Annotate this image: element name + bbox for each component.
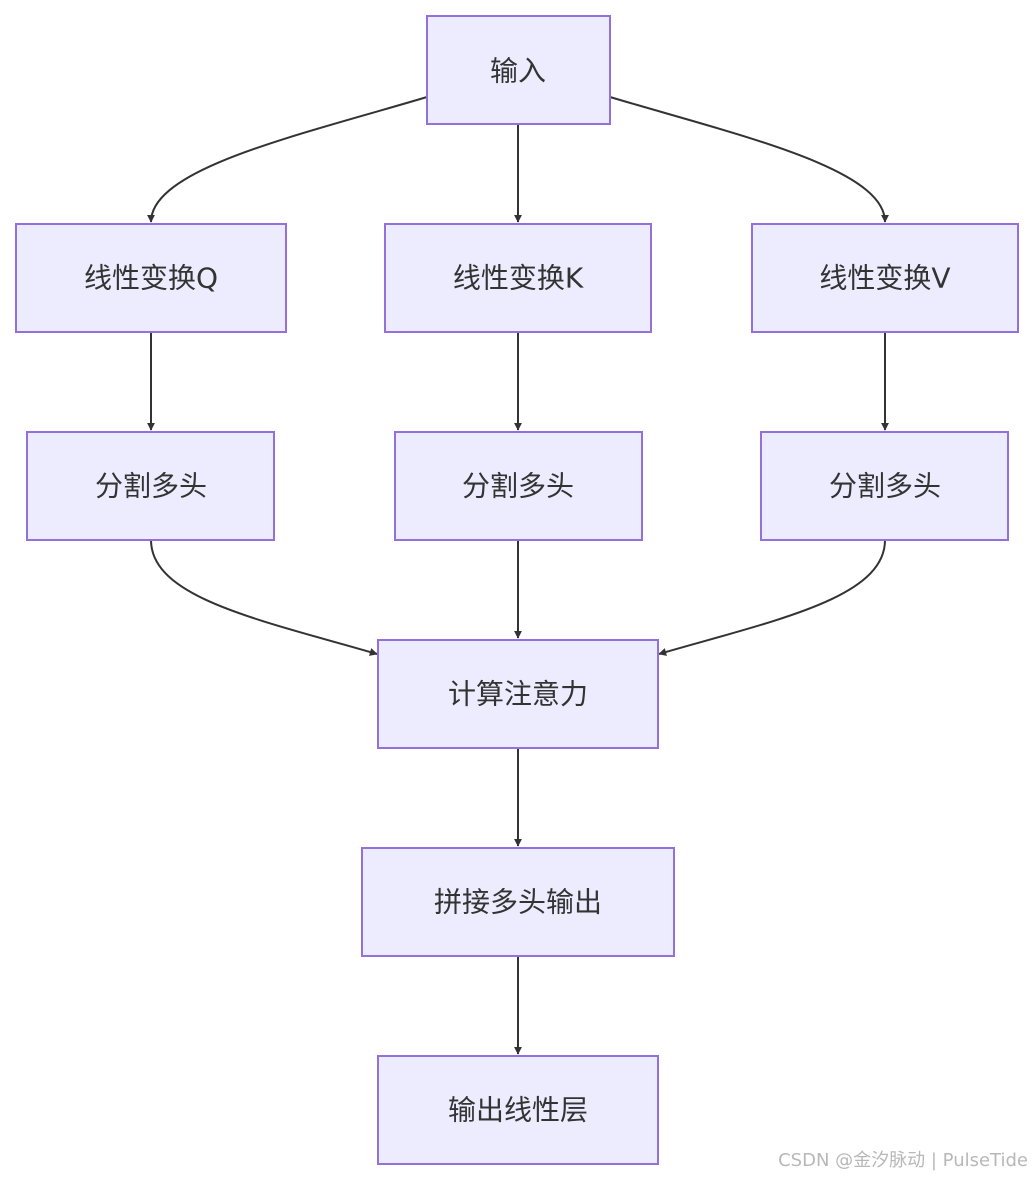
node-linear-k-label: 线性变换K [453, 262, 584, 295]
node-split-q: 分割多头 [26, 431, 275, 541]
node-split-v: 分割多头 [760, 431, 1009, 541]
node-concat: 拼接多头输出 [361, 847, 675, 957]
node-split-q-label: 分割多头 [95, 470, 207, 503]
edge-split-v-to-attention [658, 539, 886, 656]
node-output-label: 输出线性层 [448, 1094, 588, 1127]
node-linear-q: 线性变换Q [15, 223, 287, 333]
node-split-k: 分割多头 [394, 431, 643, 541]
node-concat-label: 拼接多头输出 [434, 886, 602, 919]
node-linear-v: 线性变换V [751, 223, 1019, 333]
edge-input-to-linear-v [609, 96, 889, 223]
node-attention-label: 计算注意力 [448, 678, 588, 711]
edge-split-q-to-attention [150, 539, 378, 656]
node-attention: 计算注意力 [377, 639, 659, 749]
node-linear-v-label: 线性变换V [819, 262, 950, 295]
node-split-v-label: 分割多头 [829, 470, 941, 503]
node-linear-q-label: 线性变换Q [84, 262, 218, 295]
node-linear-k: 线性变换K [384, 223, 652, 333]
node-input: 输入 [426, 15, 611, 125]
node-output: 输出线性层 [377, 1055, 659, 1165]
watermark: CSDN @金汐脉动 | PulseTide [778, 1150, 1028, 1171]
node-split-k-label: 分割多头 [462, 470, 574, 503]
edges [147, 96, 889, 1055]
edge-input-to-linear-q [147, 96, 428, 223]
node-input-label: 输入 [490, 55, 546, 88]
